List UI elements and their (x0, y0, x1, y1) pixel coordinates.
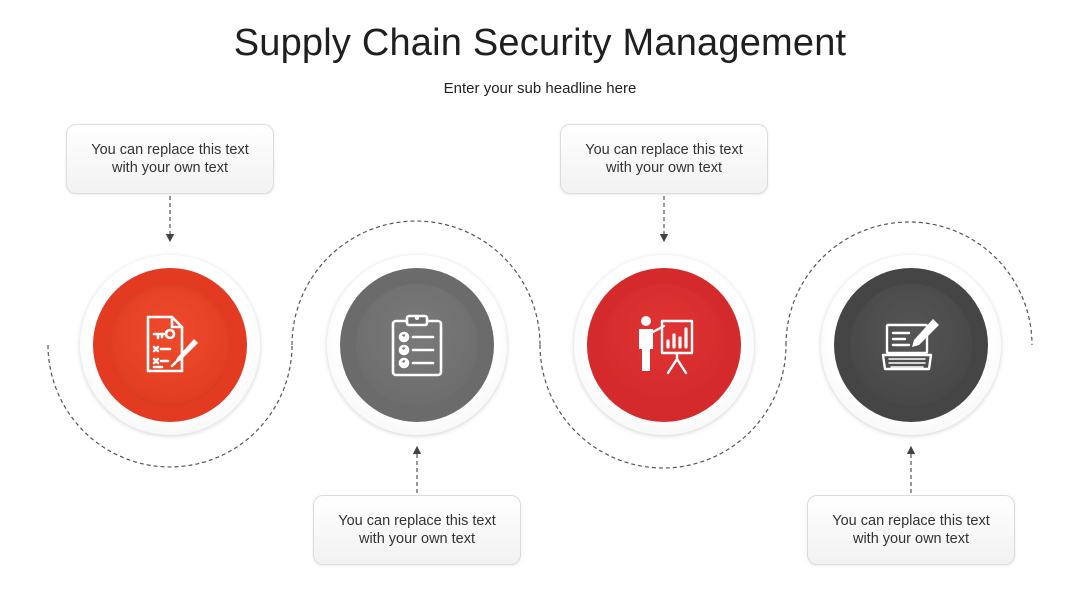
step-3-textbox: You can replace this text with your own … (560, 124, 768, 194)
wave-segment-4 (785, 221, 1033, 346)
step-1-circle (80, 255, 260, 435)
page-subtitle: Enter your sub headline here (443, 80, 637, 97)
page-title: Supply Chain Security Management (233, 22, 847, 64)
step-2-textbox: You can replace this text with your own … (313, 495, 521, 565)
step-1-textbox: You can replace this text with your own … (66, 124, 274, 194)
step-4-circle (821, 255, 1001, 435)
step-4-textbox: You can replace this text with your own … (807, 495, 1015, 565)
wave-segment-1 (47, 344, 293, 468)
clipboard-checklist-icon (391, 314, 443, 377)
contract-signing-icon (146, 315, 198, 373)
wave-segment-3 (539, 344, 787, 469)
wave-segment-2 (291, 220, 541, 346)
laptop-edit-icon (881, 319, 939, 371)
step-3-circle (574, 255, 754, 435)
step-2-circle (327, 255, 507, 435)
presentation-chart-icon (639, 316, 694, 375)
